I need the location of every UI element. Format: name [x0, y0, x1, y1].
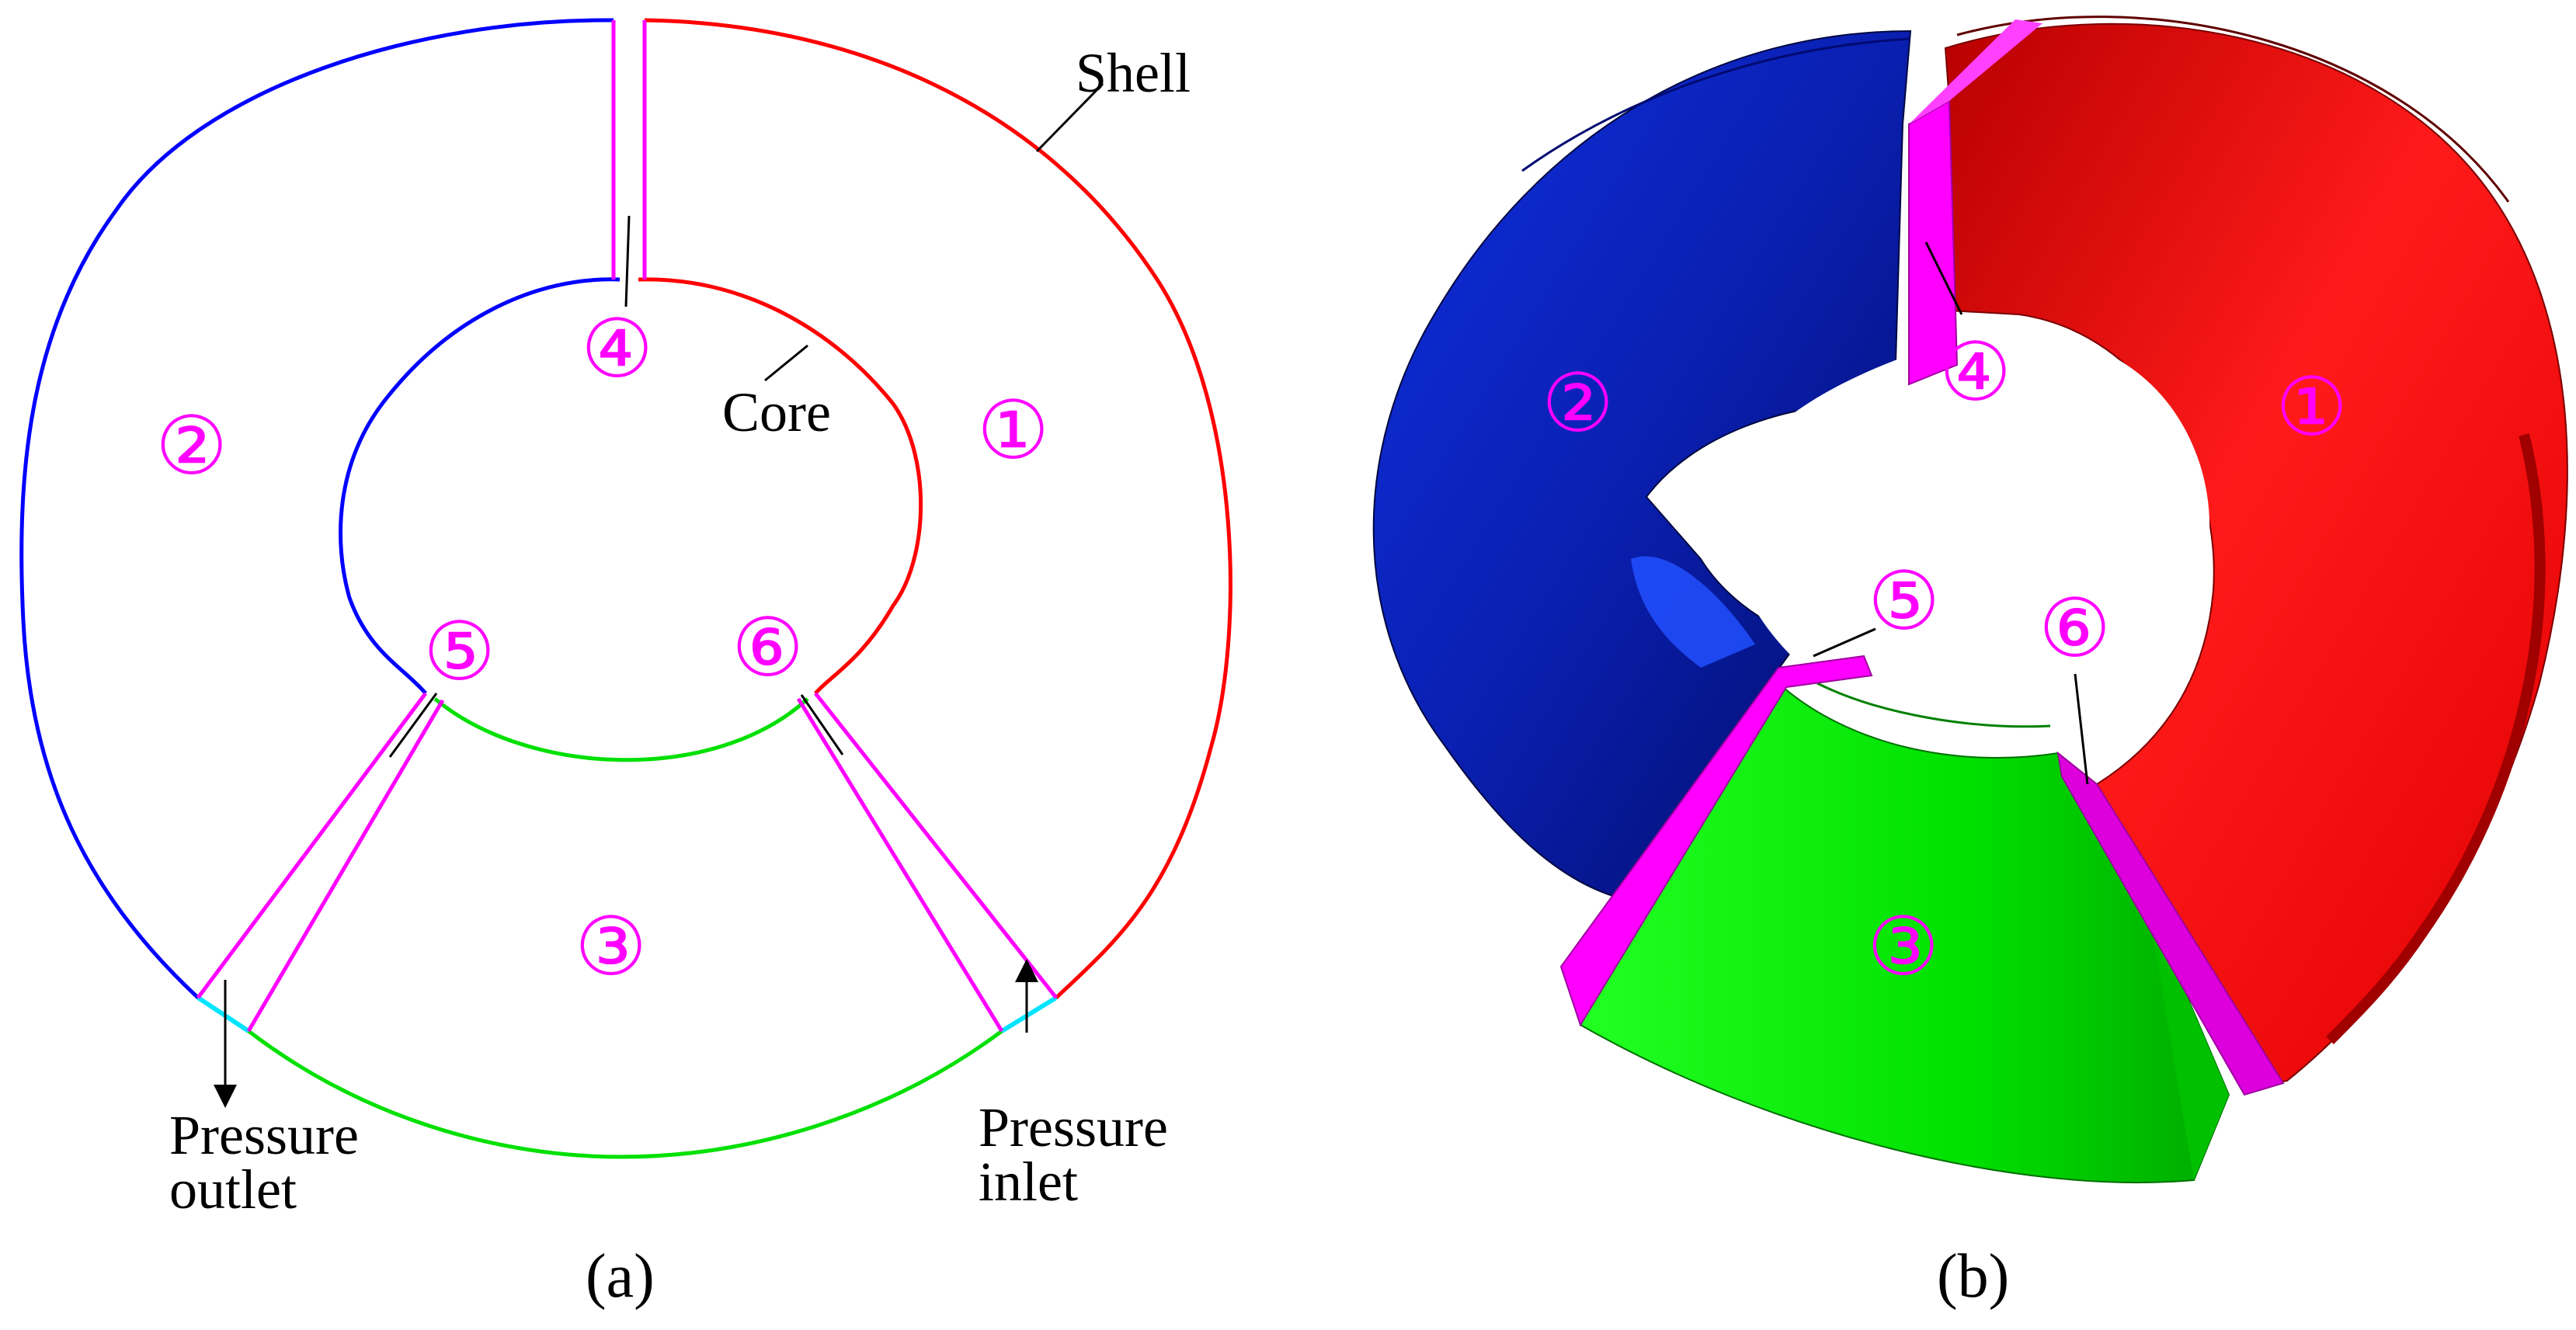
pressure-inlet-label-line2: inlet [979, 1151, 1078, 1213]
interface-5-solid [1559, 655, 1873, 1027]
zone-2-hole-shade [1631, 556, 1755, 668]
interface-4-solid [1908, 99, 1959, 386]
interface-5-leader [388, 693, 438, 758]
pressure-outlet-label-line1: Pressure [169, 1104, 359, 1166]
zone-1-side-band [2326, 433, 2546, 1044]
zone-2-label: ② [155, 402, 228, 491]
b-interface-5-leader [1813, 627, 1876, 658]
interface-4 [611, 20, 647, 280]
zone-3-solid [1579, 667, 2230, 1184]
pressure-inlet-label-line1: Pressure [979, 1096, 1168, 1158]
shell-red-arc [644, 18, 1232, 999]
b-zone-3-label: ③ [1867, 903, 1939, 992]
zone-5-label: ⑤ [423, 608, 495, 697]
zone-2-solid [1372, 30, 1912, 898]
shell-label: Shell [1076, 42, 1191, 104]
interface-6 [796, 692, 1058, 1033]
interface-6-leader [800, 694, 844, 755]
panel-a-caption: (a) [586, 1242, 655, 1311]
b-zone-4-label: ④ [1939, 328, 2011, 418]
interface-4-leader [624, 215, 631, 307]
b-zone-2-label: ② [1542, 359, 1614, 449]
panel-b-caption: (b) [1937, 1242, 2009, 1311]
b-zone-5-label: ⑤ [1868, 557, 1940, 647]
b-zone-6-label: ⑥ [2039, 585, 2111, 674]
core-green-arc [433, 697, 809, 762]
zone-3-side [2097, 784, 2229, 1180]
zone-1-label: ① [977, 387, 1049, 476]
b-interface-6-leader [2074, 673, 2089, 785]
core-label: Core [722, 381, 831, 443]
zone-3-top-rim [1816, 682, 2051, 728]
pressure-outlet-boundary [196, 995, 250, 1033]
b-zone-1-label: ① [2275, 363, 2348, 453]
zone-1-rim [1956, 16, 2510, 203]
b-interface-4-leader [1924, 241, 1963, 315]
core-leader [764, 344, 808, 382]
pressure-outlet-label-line2: outlet [169, 1158, 297, 1221]
shell-blue-arc [19, 18, 614, 999]
core-blue-arc [338, 277, 621, 695]
interface-4-top [1909, 19, 2042, 124]
core-hole [1724, 332, 2210, 741]
pressure-inlet-boundary [1000, 995, 1058, 1033]
shell-green-arc [247, 1029, 1003, 1159]
panel-b-3d-model: ① ② ③ ④ ⑤ ⑥ (b) [1372, 16, 2568, 1311]
interface-5 [196, 692, 445, 1033]
panel-a-schematic: Shell Core Pressure outlet Pressure inle… [19, 18, 1232, 1311]
interface-6-solid [2056, 751, 2285, 1096]
core-red-arc [638, 277, 923, 695]
zone-6-label: ⑥ [732, 604, 804, 693]
zone-3-label: ③ [575, 903, 647, 992]
shell-leader [1035, 82, 1104, 153]
zone-2-top-rim [1521, 37, 1911, 172]
zone-4-label: ④ [581, 305, 653, 394]
